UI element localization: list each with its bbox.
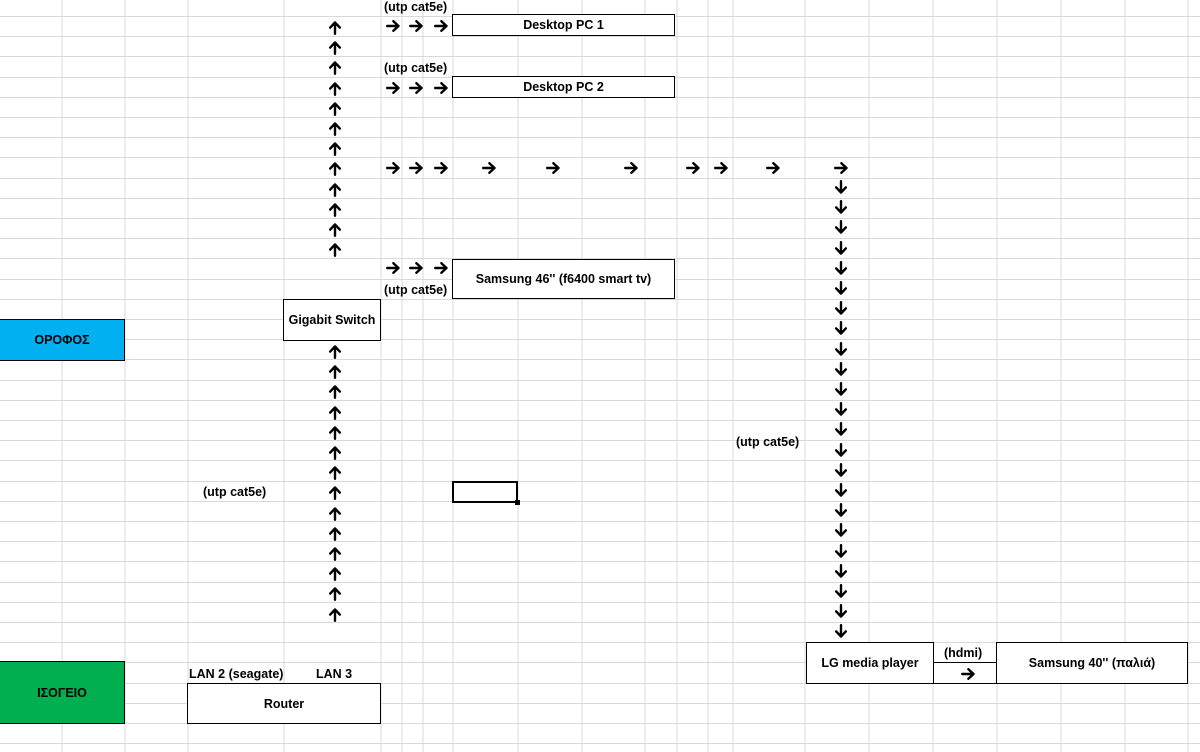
arrow-up-icon — [329, 446, 341, 460]
arrow-right-icon — [834, 162, 848, 174]
arrow-right-icon — [686, 162, 700, 174]
arrow-up-icon — [329, 486, 341, 500]
arrow-down-icon — [835, 261, 847, 275]
arrow-up-icon — [329, 547, 341, 561]
arrow-up-icon — [329, 41, 341, 55]
desktop-pc-1-box: Desktop PC 1 — [452, 14, 675, 36]
arrow-down-icon — [835, 241, 847, 255]
ground-floor-text: ΙΣΟΓΕΙΟ — [37, 685, 87, 700]
samsung-40-tv-box: Samsung 40'' (παλιά) — [996, 642, 1188, 684]
arrow-down-icon — [835, 422, 847, 436]
arrow-up-icon — [329, 365, 341, 379]
gigabit-switch-box: Gigabit Switch — [283, 299, 381, 341]
arrow-down-icon — [835, 564, 847, 578]
desktop-pc-2-label: Desktop PC 2 — [523, 80, 604, 94]
router-label: Router — [263, 696, 305, 711]
arrow-down-icon — [835, 584, 847, 598]
media-player-cable-label: (utp cat5e) — [736, 435, 800, 449]
ground-floor-label: ΙΣΟΓΕΙΟ — [0, 661, 125, 724]
arrow-up-icon — [329, 587, 341, 601]
arrow-right-icon — [409, 162, 423, 174]
arrow-down-icon — [835, 220, 847, 234]
arrow-down-icon — [835, 382, 847, 396]
arrow-right-icon — [961, 668, 975, 680]
arrow-right-icon — [766, 162, 780, 174]
selected-cell[interactable] — [452, 481, 520, 505]
arrow-down-icon — [835, 443, 847, 457]
arrow-down-icon — [835, 180, 847, 194]
gigabit-switch-label: Gigabit Switch — [288, 313, 376, 327]
router-box: Router — [187, 683, 381, 724]
samsung-46-tv-box: Samsung 46'' (f6400 smart tv) — [452, 259, 675, 299]
arrow-up-icon — [329, 183, 341, 197]
arrow-down-icon — [835, 281, 847, 295]
arrow-up-icon — [329, 142, 341, 156]
arrow-up-icon — [329, 122, 341, 136]
arrow-up-icon — [329, 426, 341, 440]
arrow-down-icon — [835, 342, 847, 356]
arrow-down-icon — [835, 604, 847, 618]
arrow-up-icon — [329, 466, 341, 480]
arrow-down-icon — [835, 523, 847, 537]
arrow-right-icon — [409, 20, 423, 32]
pc1-cable-label: (utp cat5e) — [384, 0, 448, 14]
lan2-port-label: LAN 2 (seagate) — [189, 667, 284, 681]
upstairs-floor-label: ΟΡΟΦΟΣ — [0, 319, 125, 361]
arrow-down-icon — [835, 544, 847, 558]
upstairs-floor-text: ΟΡΟΦΟΣ — [34, 333, 90, 347]
arrow-down-icon — [835, 321, 847, 335]
arrow-down-icon — [835, 301, 847, 315]
arrow-right-icon — [434, 162, 448, 174]
arrow-right-icon — [434, 82, 448, 94]
arrow-right-icon — [386, 20, 400, 32]
arrow-down-icon — [835, 362, 847, 376]
arrow-right-icon — [624, 162, 638, 174]
arrow-right-icon — [546, 162, 560, 174]
arrow-right-icon — [386, 162, 400, 174]
arrow-up-icon — [329, 203, 341, 217]
arrow-up-icon — [329, 82, 341, 96]
arrow-right-icon — [409, 262, 423, 274]
arrow-right-icon — [714, 162, 728, 174]
samsung-40-tv-label: Samsung 40'' (παλιά) — [1028, 656, 1156, 670]
arrow-down-icon — [835, 624, 847, 638]
arrow-right-icon — [386, 82, 400, 94]
lg-media-player-label: LG media player — [821, 656, 919, 670]
arrow-up-icon — [329, 527, 341, 541]
arrow-right-icon — [434, 20, 448, 32]
arrow-up-icon — [329, 21, 341, 35]
arrow-up-icon — [329, 102, 341, 116]
arrow-right-icon — [434, 262, 448, 274]
lg-media-player-box: LG media player — [806, 642, 934, 684]
arrow-right-icon — [409, 82, 423, 94]
fill-handle[interactable] — [515, 500, 520, 505]
arrow-right-icon — [386, 262, 400, 274]
arrow-up-icon — [329, 162, 341, 176]
tv46-cable-label: (utp cat5e) — [384, 283, 448, 297]
pc2-cable-label: (utp cat5e) — [384, 61, 448, 75]
desktop-pc-2-box: Desktop PC 2 — [452, 76, 675, 98]
arrow-down-icon — [835, 402, 847, 416]
hdmi-cable-label: (hdmi) — [944, 646, 983, 660]
lan3-port-label: LAN 3 — [316, 667, 353, 681]
arrow-up-icon — [329, 406, 341, 420]
arrow-up-icon — [329, 385, 341, 399]
arrow-down-icon — [835, 503, 847, 517]
arrow-right-icon — [482, 162, 496, 174]
arrow-up-icon — [329, 608, 341, 622]
arrow-up-icon — [329, 567, 341, 581]
arrow-down-icon — [835, 200, 847, 214]
arrow-up-icon — [329, 345, 341, 359]
desktop-pc-1-label: Desktop PC 1 — [523, 18, 604, 32]
arrow-down-icon — [835, 483, 847, 497]
arrow-down-icon — [835, 463, 847, 477]
arrow-up-icon — [329, 243, 341, 257]
arrow-up-icon — [329, 223, 341, 237]
arrow-up-icon — [329, 61, 341, 75]
router-switch-cable-label: (utp cat5e) — [203, 485, 267, 499]
samsung-46-tv-label: Samsung 46'' (f6400 smart tv) — [475, 272, 652, 286]
arrow-up-icon — [329, 507, 341, 521]
